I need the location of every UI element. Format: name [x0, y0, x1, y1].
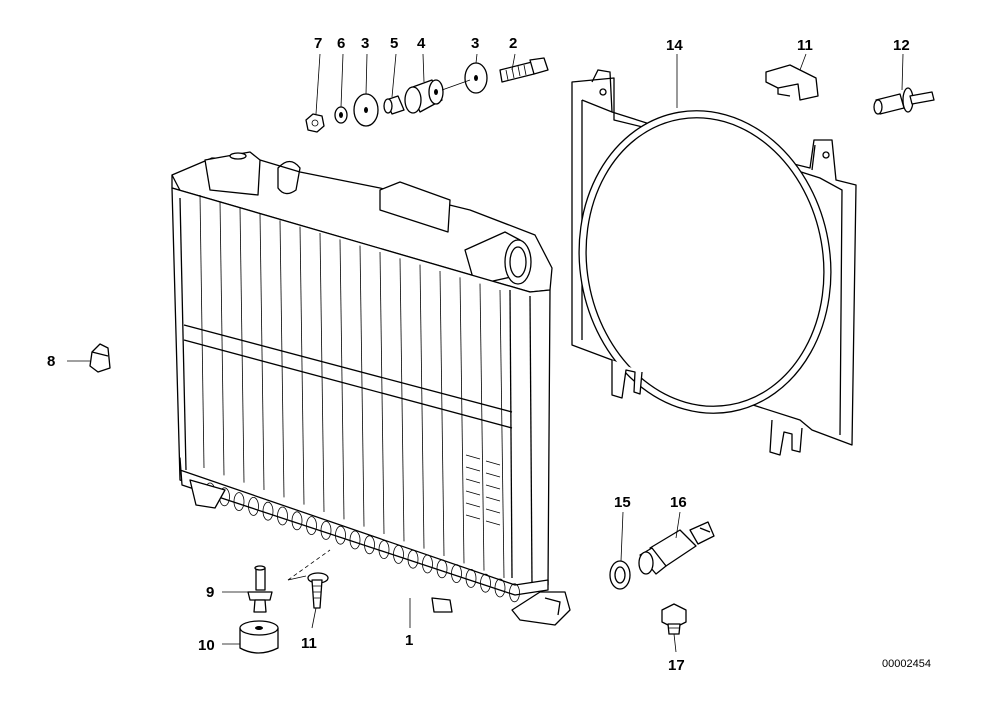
tank-rib	[349, 530, 361, 550]
drain-plug[interactable]	[661, 603, 687, 635]
label-7: 7	[314, 35, 322, 52]
vent-slot	[465, 514, 501, 526]
vent-slot	[465, 454, 501, 466]
tank-rib	[262, 501, 274, 521]
tank-rib	[494, 578, 506, 598]
label-6: 6	[337, 35, 345, 52]
bolt[interactable]	[499, 57, 549, 83]
leader-lines	[67, 53, 904, 653]
label-13: 12	[893, 37, 910, 54]
tank-rib	[465, 569, 477, 588]
radiator-fin	[279, 220, 285, 498]
radiator[interactable]	[171, 151, 571, 626]
small-washer[interactable]	[334, 106, 348, 124]
tank-rib	[248, 496, 259, 516]
label-2: 2	[509, 35, 517, 52]
label-10: 10	[198, 637, 215, 654]
tank-rib	[422, 554, 433, 574]
label-3a: 3	[361, 35, 369, 52]
tank-rib	[436, 559, 448, 579]
radiator-fin	[299, 226, 305, 505]
radiator-fin	[199, 194, 205, 469]
washer-a[interactable]	[353, 93, 379, 127]
part-labels: 7 6 3 5 4 3 2 14 11 12 8 9 10 11 1 15 16…	[47, 35, 931, 674]
label-16: 16	[670, 494, 687, 511]
label-11: 11	[301, 635, 317, 652]
bushing[interactable]	[383, 95, 405, 115]
vent-slot	[465, 466, 501, 478]
radiator-fin	[259, 213, 265, 491]
label-3b: 3	[471, 35, 479, 52]
label-5: 5	[390, 35, 398, 52]
label-4: 4	[417, 35, 426, 52]
label-9: 9	[206, 584, 214, 601]
tank-rib	[233, 492, 245, 512]
radiator-fin	[439, 270, 445, 557]
vent-slot	[465, 502, 501, 514]
vent-slot	[465, 490, 501, 502]
tank-rib	[509, 583, 520, 603]
tank-rib	[378, 540, 390, 559]
tank-rib	[393, 545, 404, 564]
expanding-rivet[interactable]	[873, 87, 935, 115]
tank-rib	[306, 516, 317, 535]
radiator-fin	[459, 277, 465, 564]
nut[interactable]	[305, 113, 325, 133]
label-12: 11	[797, 37, 813, 54]
tank-rib	[407, 549, 419, 569]
cap[interactable]	[89, 343, 111, 373]
tank-rib	[364, 535, 375, 555]
sealing-ring[interactable]	[609, 560, 631, 590]
label-8: 8	[47, 353, 55, 370]
rubber-buffer[interactable]	[239, 620, 279, 654]
fan-shroud[interactable]	[556, 69, 857, 456]
rubber-mount[interactable]	[404, 79, 444, 114]
tank-rib	[480, 573, 491, 593]
tank-rib	[335, 525, 346, 545]
radiator-fin	[399, 258, 405, 542]
radiator-fin	[319, 232, 325, 513]
label-14: 14	[666, 37, 683, 54]
radiator-fin	[219, 201, 225, 476]
washer-b[interactable]	[464, 62, 488, 94]
tank-rib	[277, 506, 288, 526]
tank-rib	[320, 521, 332, 540]
radiator-fin	[359, 245, 365, 527]
temperature-switch[interactable]	[638, 521, 715, 575]
tank-rib	[451, 564, 462, 583]
label-17: 17	[668, 657, 685, 674]
radiator-fin	[499, 289, 505, 579]
vent-slot	[465, 478, 501, 490]
pin[interactable]	[247, 565, 273, 613]
radiator-fin	[379, 251, 385, 535]
screw[interactable]	[307, 572, 329, 609]
clip[interactable]	[765, 64, 819, 101]
radiator-fin	[239, 207, 245, 483]
label-1: 1	[405, 632, 413, 649]
label-15: 15	[614, 494, 631, 511]
radiator-fin	[339, 239, 345, 520]
radiator-fin	[419, 264, 425, 549]
reference-number: 00002454	[882, 658, 931, 670]
tank-rib	[291, 511, 303, 531]
radiator-fin	[479, 283, 485, 571]
